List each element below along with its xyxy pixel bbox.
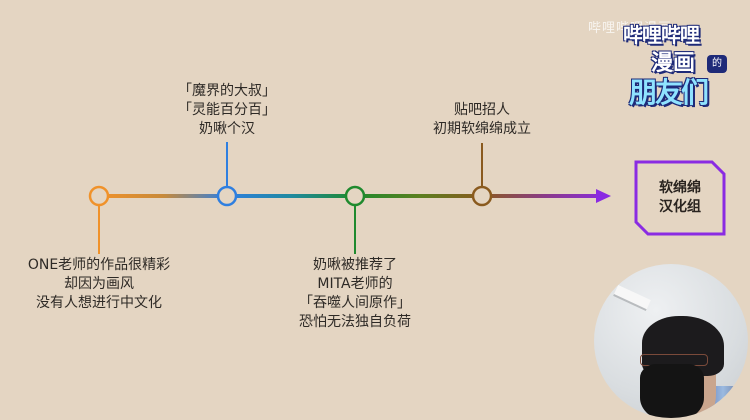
logo-line-1: 哔哩哔哩 (623, 23, 700, 47)
timeline-node-2 (216, 185, 238, 207)
result-box-line: 软绵绵 (659, 180, 701, 196)
logo-badge: 的 (707, 55, 727, 73)
watermark-text: 哔哩哔哩漫画 (588, 21, 673, 36)
label-line: 初期软绵绵成立 (433, 121, 531, 137)
node-4-label: 贴吧招人 初期软绵绵成立 (422, 101, 542, 139)
result-box-frame (634, 160, 726, 236)
timeline-node-4 (471, 185, 493, 207)
result-box-line: 汉化组 (659, 199, 701, 215)
result-box: 软绵绵 汉化组 (634, 160, 726, 236)
label-line: 却因为画风 (64, 276, 134, 292)
label-line: 「灵能百分百」 (178, 102, 276, 118)
label-line: MITA老师的 (317, 276, 393, 292)
bilibili-comics-logo: 哔哩哔哩 漫画 的 朋友们 (615, 15, 740, 110)
label-line: 恐怕无法独自负荷 (299, 314, 411, 330)
timeline-node-1 (88, 185, 110, 207)
presenter-webcam (594, 264, 748, 418)
timeline-node-3 (344, 185, 366, 207)
logo-line-2: 漫画 (651, 51, 696, 76)
label-line: 奶啾被推荐了 (313, 257, 397, 273)
face-mask (640, 364, 704, 418)
label-line: ONE老师的作品很精彩 (27, 257, 171, 273)
label-line: 「魔界的大叔」 (178, 83, 276, 99)
air-conditioner (613, 284, 651, 312)
label-line: 没有人想进行中文化 (36, 295, 162, 311)
node-3-label: 奶啾被推荐了 MITA老师的 「吞噬人间原作」 恐怕无法独自负荷 (290, 256, 420, 332)
logo-line-3: 朋友们 (629, 76, 709, 109)
node-2-label: 「魔界的大叔」 「灵能百分百」 奶啾个汉 (167, 82, 287, 139)
label-line: 贴吧招人 (454, 102, 510, 118)
arrow-head-icon (596, 189, 611, 203)
label-line: 奶啾个汉 (199, 121, 255, 137)
label-line: 「吞噬人间原作」 (299, 295, 411, 311)
node-1-label: ONE老师的作品很精彩 却因为画风 没有人想进行中文化 (14, 256, 184, 313)
